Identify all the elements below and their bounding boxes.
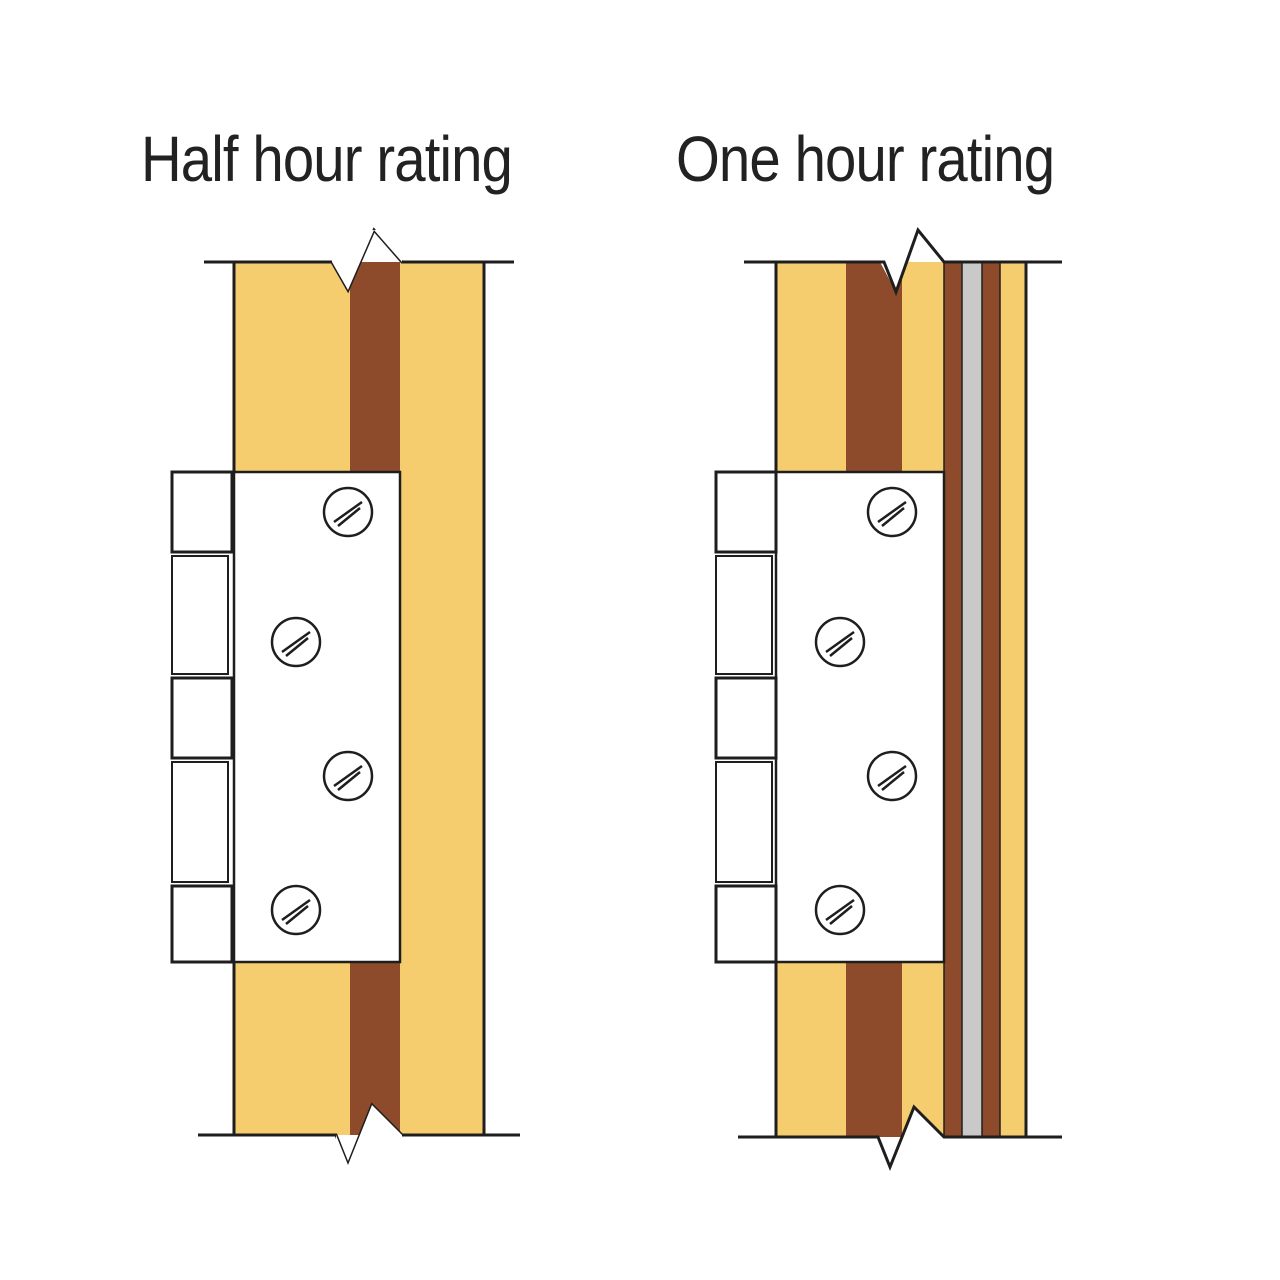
caption-half-hour-rating: Half hour rating [141, 123, 513, 195]
one-hour-hinge-leaf [774, 470, 946, 964]
half-hour-door-section [170, 227, 520, 1170]
one-hour-dark-layer-1 [944, 262, 962, 1137]
screw-icon [866, 486, 918, 538]
screw-icon [814, 616, 866, 668]
screw-icon [270, 884, 322, 936]
screw-icon [866, 750, 918, 802]
one-hour-dark-layer-2 [982, 262, 1000, 1137]
half-hour-top-break [234, 240, 332, 262]
screw-icon [270, 616, 322, 668]
screw-icon [322, 750, 374, 802]
half-hour-hinge-knuckles [170, 470, 234, 964]
one-hour-hinge-knuckles [714, 470, 778, 964]
one-hour-outer-light-wood [1000, 262, 1026, 1137]
half-hour-outer-light-wood [400, 262, 484, 1135]
screw-icon [814, 884, 866, 936]
one-hour-gray-core [962, 262, 982, 1137]
one-hour-door-section [714, 226, 1062, 1175]
half-hour-hinge-leaf [232, 470, 402, 964]
caption-one-hour-rating: One hour rating [676, 123, 1055, 195]
screw-icon [322, 486, 374, 538]
